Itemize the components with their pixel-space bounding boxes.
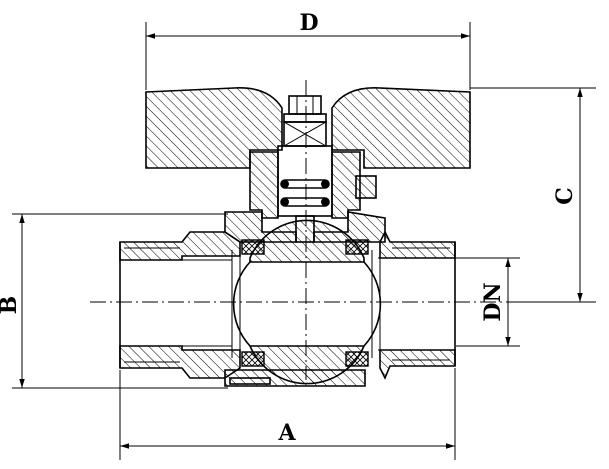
dimension-b: B [0,213,228,389]
dimension-label-dn: DN [480,282,506,321]
valve-body [119,230,456,387]
centerlines [90,80,520,380]
o-rings [280,179,330,207]
dimension-label-a: A [277,420,296,446]
dimension-label-b: B [0,296,22,315]
dimension-dn: DN [456,257,520,347]
dimension-label-d: D [299,10,318,36]
valve-ball [232,219,382,385]
butterfly-handle [145,87,471,199]
dimension-d: D [145,10,471,90]
handle-nut [283,95,327,123]
dimension-c: C [470,87,596,303]
dimension-label-c: C [552,187,578,205]
dimension-a: A [119,368,456,460]
